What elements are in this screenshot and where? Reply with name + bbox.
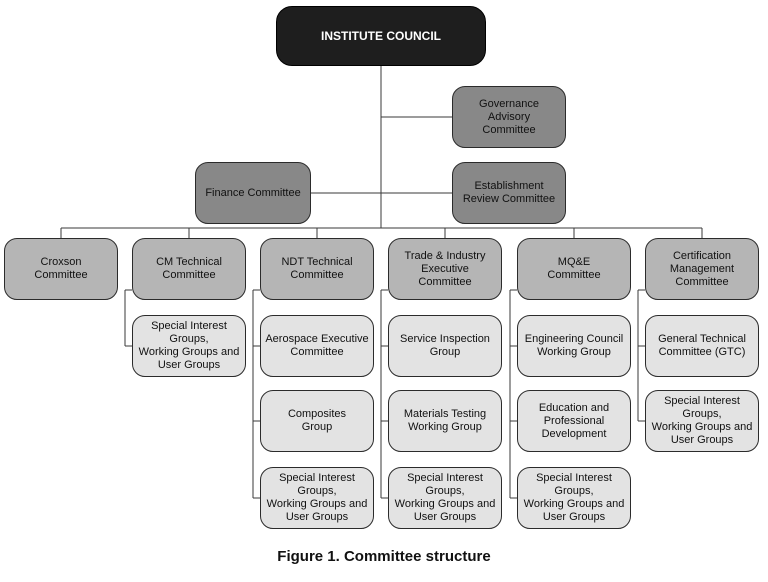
- trade-child-label: Materials Testing Working Group: [403, 408, 487, 433]
- governance-advisory-committee-box: Governance Advisory Committee: [452, 86, 566, 148]
- engineering-council-working-group-box: Engineering Council Working Group: [517, 315, 631, 377]
- institute-council-label: INSTITUTE COUNCIL: [321, 28, 441, 43]
- governance-label: Governance Advisory Committee: [479, 97, 539, 136]
- materials-testing-working-group-box: Materials Testing Working Group: [388, 390, 502, 452]
- finance-committee-box: Finance Committee: [195, 162, 311, 224]
- trade-child-label: Special Interest Groups, Working Groups …: [394, 472, 496, 523]
- cm-child-label: Special Interest Groups, Working Groups …: [138, 320, 240, 371]
- aerospace-executive-committee-box: Aerospace Executive Committee: [260, 315, 374, 377]
- mqe-child-label: Education and Professional Development: [538, 401, 610, 440]
- general-technical-committee-box: General Technical Committee (GTC): [645, 315, 759, 377]
- cert-child-label: Special Interest Groups, Working Groups …: [651, 395, 753, 446]
- ndt-child-label: Composites Group: [287, 408, 347, 433]
- cm-technical-committee-box: CM Technical Committee: [132, 238, 246, 300]
- establishment-label: Establishment Review Committee: [462, 180, 556, 205]
- figure-caption: Figure 1. Committee structure: [277, 548, 491, 565]
- trade-industry-executive-committee-box: Trade & Industry Executive Committee: [388, 238, 502, 300]
- education-professional-development-box: Education and Professional Development: [517, 390, 631, 452]
- mqe-label: MQ&E Committee: [547, 256, 601, 281]
- croxson-committee-box: Croxson Committee: [4, 238, 118, 300]
- ndt-special-interest-groups-box: Special Interest Groups, Working Groups …: [260, 467, 374, 529]
- institute-council-box: INSTITUTE COUNCIL: [276, 6, 486, 66]
- trade-special-interest-groups-box: Special Interest Groups, Working Groups …: [388, 467, 502, 529]
- mqe-committee-box: MQ&E Committee: [517, 238, 631, 300]
- cert-child-label: General Technical Committee (GTC): [658, 333, 746, 358]
- mqe-special-interest-groups-box: Special Interest Groups, Working Groups …: [517, 467, 631, 529]
- cert-label: Certification Management Committee: [669, 249, 735, 288]
- trade-label: Trade & Industry Executive Committee: [404, 249, 486, 288]
- croxson-label: Croxson Committee: [34, 256, 88, 281]
- ndt-child-label: Special Interest Groups, Working Groups …: [266, 472, 368, 523]
- ndt-technical-committee-box: NDT Technical Committee: [260, 238, 374, 300]
- trade-child-label: Service Inspection Group: [400, 333, 490, 358]
- mqe-child-label: Engineering Council Working Group: [524, 333, 624, 358]
- service-inspection-group-box: Service Inspection Group: [388, 315, 502, 377]
- cm-special-interest-groups-box: Special Interest Groups, Working Groups …: [132, 315, 246, 377]
- ndt-label: NDT Technical Committee: [281, 256, 353, 281]
- finance-label: Finance Committee: [205, 186, 301, 199]
- certification-management-committee-box: Certification Management Committee: [645, 238, 759, 300]
- ndt-child-label: Aerospace Executive Committee: [265, 333, 369, 358]
- establishment-review-committee-box: Establishment Review Committee: [452, 162, 566, 224]
- cm-label: CM Technical Committee: [156, 256, 222, 281]
- composites-group-box: Composites Group: [260, 390, 374, 452]
- mqe-child-label: Special Interest Groups, Working Groups …: [523, 472, 625, 523]
- cert-special-interest-groups-box: Special Interest Groups, Working Groups …: [645, 390, 759, 452]
